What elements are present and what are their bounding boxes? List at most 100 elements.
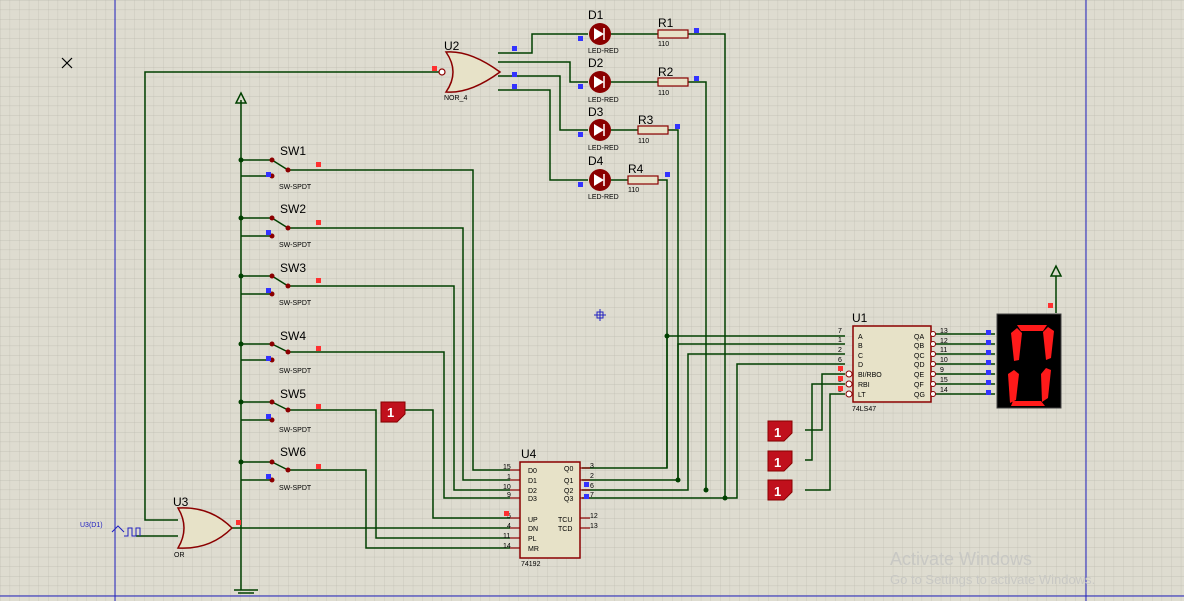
u4-pin-d2: D2 — [528, 488, 537, 495]
u1-pin-qg: QG — [914, 392, 925, 399]
resistor-value-label: 110 — [628, 187, 639, 194]
u3-type-label: OR — [174, 552, 185, 559]
u1-pin-qa: QA — [914, 334, 924, 341]
switch-type-label: SW-SPDT — [279, 242, 312, 249]
led-type-label: LED-RED — [588, 97, 619, 104]
resistor-r1[interactable]: R1 110 — [657, 16, 689, 48]
seven-segment-display[interactable] — [996, 313, 1062, 409]
switch-sw5[interactable]: SW5 SW-SPDT — [269, 387, 312, 434]
u1-pinnum: 9 — [940, 367, 944, 374]
logic-state-3[interactable]: 1 — [767, 450, 793, 472]
u1-pin-qc: QC — [914, 353, 925, 360]
switch-ref-label: SW4 — [280, 329, 306, 343]
power-terminal-icon — [234, 91, 248, 104]
led-d2[interactable]: D2 LED-RED — [588, 56, 658, 104]
led-d3[interactable]: D3 LED-RED — [588, 105, 638, 152]
u1-pin-d: D — [858, 362, 863, 369]
led-type-label: LED-RED — [588, 194, 619, 201]
u1-pin-rbi: RBI — [858, 382, 870, 389]
display-digit-zero — [1008, 325, 1054, 406]
u1-pinnum: 14 — [940, 387, 948, 394]
wires — [136, 33, 1057, 590]
windows-activation-watermark: Activate Windows Go to Settings to activ… — [890, 549, 1095, 587]
watermark-line2: Go to Settings to activate Windows. — [890, 572, 1096, 587]
junction-dots — [238, 157, 728, 501]
u1-pin-qb: QB — [914, 343, 924, 350]
cursor-crosshair-icon — [594, 309, 606, 321]
u4-pin-d1: D1 — [528, 478, 537, 485]
u4-pinnum: 7 — [590, 492, 594, 499]
u1-decoder-ic[interactable]: U1 74LS47 A B C D BI/RBO RBI LT QA QB QC… — [838, 311, 948, 413]
logic-state-2[interactable]: 1 — [767, 420, 793, 442]
power-terminal-icon — [1049, 264, 1063, 277]
logic-state-value: 1 — [774, 425, 781, 440]
u1-pin-bi-rbo: BI/RBO — [858, 372, 882, 379]
u4-type-label: 74192 — [521, 561, 541, 568]
u4-pin-q0: Q0 — [564, 466, 573, 473]
u4-pin-mr: MR — [528, 546, 539, 553]
u4-pin-dn: DN — [528, 526, 538, 533]
resistor-r4[interactable]: R4 110 — [627, 162, 659, 194]
u4-pinnum: 10 — [503, 484, 511, 491]
resistor-ref-label: R1 — [658, 16, 674, 30]
switch-type-label: SW-SPDT — [279, 427, 312, 434]
resistor-value-label: 110 — [658, 90, 669, 97]
ground-terminal-icon — [234, 589, 258, 594]
u3-or-gate[interactable]: U3 OR U3(D1) — [80, 495, 234, 559]
led-ref-label: D2 — [588, 56, 604, 70]
u4-pin-d3: D3 — [528, 496, 537, 503]
switch-sw6[interactable]: SW6 SW-SPDT — [269, 445, 312, 492]
u4-pinnum: 1 — [507, 474, 511, 481]
switch-ref-label: SW1 — [280, 144, 306, 158]
led-ref-label: D4 — [588, 154, 604, 168]
logic-state-4[interactable]: 1 — [767, 479, 793, 501]
led-d1[interactable]: D1 LED-RED — [588, 8, 658, 55]
u1-pin-c: C — [858, 353, 863, 360]
u4-pinnum: 2 — [590, 473, 594, 480]
u2-nor-gate[interactable]: U2 NOR_4 — [438, 39, 502, 102]
u4-pinnum: 6 — [590, 483, 594, 490]
u4-pinnum: 14 — [503, 543, 511, 550]
u4-pin-pl: PL — [528, 536, 537, 543]
u1-pin-qf: QF — [914, 382, 924, 389]
u1-pin-a: A — [858, 334, 863, 341]
resistor-r2[interactable]: R2 110 — [657, 65, 689, 97]
u4-pin-up: UP — [528, 517, 538, 524]
resistor-ref-label: R3 — [638, 113, 654, 127]
u2-type-label: NOR_4 — [444, 95, 467, 102]
logic-state-value: 1 — [774, 484, 781, 499]
u1-pin-qe: QE — [914, 372, 924, 379]
u1-pinnum: 10 — [940, 357, 948, 364]
u4-ref-label: U4 — [521, 447, 537, 461]
u4-pinnum: 3 — [590, 463, 594, 470]
switch-type-label: SW-SPDT — [279, 184, 312, 191]
led-d4[interactable]: D4 LED-RED — [588, 154, 628, 201]
u1-pinnum: 12 — [940, 338, 948, 345]
clock-source-icon — [111, 525, 141, 537]
u4-pin-d0: D0 — [528, 468, 537, 475]
led-ref-label: D1 — [588, 8, 604, 22]
switch-ref-label: SW5 — [280, 387, 306, 401]
u1-pinnum: 13 — [940, 328, 948, 335]
u1-pinnum: 2 — [838, 347, 842, 354]
resistor-r3[interactable]: R3 110 — [637, 113, 669, 145]
u4-pinnum: 12 — [590, 513, 598, 520]
u4-pinnum: 15 — [503, 464, 511, 471]
logic-state-1[interactable]: 1 — [380, 401, 406, 423]
u1-pinnum: 1 — [838, 337, 842, 344]
switch-sw2[interactable]: SW2 SW-SPDT — [269, 202, 312, 249]
u4-pin-tcd: TCD — [558, 526, 572, 533]
u4-pin-q2: Q2 — [564, 488, 573, 495]
u4-pinnum: 5 — [507, 513, 511, 520]
logic-state-value: 1 — [774, 455, 781, 470]
switch-sw4[interactable]: SW4 SW-SPDT — [269, 329, 312, 375]
origin-marker-icon — [61, 57, 73, 69]
watermark-line1: Activate Windows — [890, 549, 1033, 569]
pin-state-indicators — [236, 28, 1053, 525]
led-type-label: LED-RED — [588, 48, 619, 55]
switch-ref-label: SW2 — [280, 202, 306, 216]
u1-ref-label: U1 — [852, 311, 868, 325]
resistor-ref-label: R2 — [658, 65, 674, 79]
u4-pin-q1: Q1 — [564, 478, 573, 485]
